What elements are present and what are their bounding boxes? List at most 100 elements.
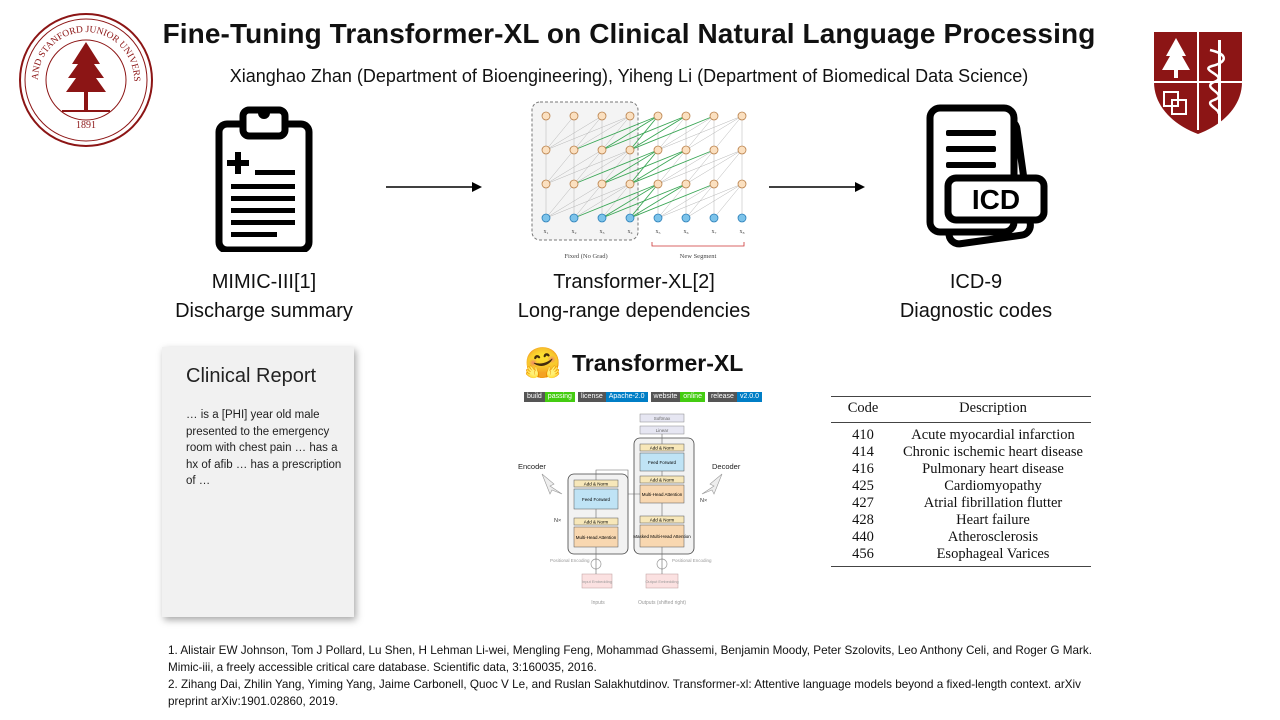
transformer-architecture-diagram: Encoder Decoder Add & Norm Feed Forward …: [518, 413, 741, 606]
diagram-node: [709, 179, 719, 189]
diagram-node: [625, 213, 635, 223]
diagram-edge: [545, 149, 603, 185]
diagram-node: [709, 213, 719, 223]
diagram-node: [569, 111, 579, 121]
inputs-label: Inputs: [591, 600, 605, 606]
new-segment-label: New Segment: [680, 253, 717, 260]
diagram-node: [597, 213, 607, 223]
diagram-x-label: x₈: [739, 229, 744, 235]
diagram-edge: [573, 149, 659, 185]
transformer-subtitle: Long-range dependencies: [517, 300, 751, 322]
diagram-edge: [657, 149, 715, 185]
icd-icon-text: ICD: [972, 184, 1020, 215]
dec-feed-forward: Feed Forward: [648, 460, 677, 465]
diagram-edge: [545, 115, 603, 151]
table-row: 410 Acute myocardial infarction: [831, 423, 1091, 445]
diagram-edge: [601, 183, 659, 219]
dec-positional-encoding: Positional Encoding: [672, 558, 712, 563]
cell-code: 410: [852, 427, 874, 443]
diagram-node: [541, 145, 551, 155]
diagram-edge: [629, 183, 715, 219]
decoder-nx: N×: [700, 498, 707, 504]
hugging-face-icon: 🤗: [524, 347, 562, 380]
diagram-x-label: x₃: [599, 229, 604, 235]
table-header-description: Description: [895, 397, 1091, 423]
table-row: 425 Cardiomyopathy: [831, 478, 1091, 495]
diagram-node: [709, 145, 719, 155]
authors-line: Xianghao Zhan (Department of Bioengineer…: [229, 66, 1029, 86]
cell-description: Esophageal Varices: [936, 546, 1050, 562]
diagram-node: [569, 179, 579, 189]
enc-feed-forward: Feed Forward: [582, 497, 611, 502]
clinical-report-text: … is a [PHI] year old male presented to …: [186, 409, 342, 487]
diagram-edge: [601, 115, 659, 151]
cell-description: Cardiomyopathy: [944, 478, 1042, 494]
mimic-title: MIMIC-III[1]: [211, 271, 317, 293]
diagram-edge: [657, 149, 743, 185]
diagram-x-label: x₇: [711, 229, 716, 235]
clinical-report-title: Clinical Report: [186, 365, 317, 387]
diagram-x-label: x₆: [683, 229, 688, 235]
diagram-edge: [545, 115, 631, 151]
linear-box: Linear: [656, 428, 669, 433]
encoder-nx: N×: [554, 518, 561, 524]
diagram-node: [653, 111, 663, 121]
diagram-edge: [685, 149, 743, 185]
encoder-label: Encoder: [518, 462, 546, 471]
diagram-node: [541, 213, 551, 223]
references: 1. Alistair EW Johnson, Tom J Pollard, L…: [168, 642, 1108, 710]
diagram-node: [653, 213, 663, 223]
diagram-edge: [545, 115, 575, 151]
diagram-edge: [573, 183, 659, 219]
diagram-x-label: x₂: [571, 229, 576, 235]
cell-description: Acute myocardial infarction: [911, 427, 1075, 443]
diagram-edge: [685, 115, 743, 151]
input-embedding: Input Embedding: [582, 579, 612, 584]
diagram-edge: [685, 183, 743, 219]
diagram-node: [541, 179, 551, 189]
diagram-node: [625, 179, 635, 189]
diagram-edge: [657, 183, 743, 219]
outputs-label: Outputs (shifted right): [638, 600, 686, 606]
diagram-edge: [545, 149, 631, 185]
enc-add-norm-1: Add & Norm: [584, 520, 609, 525]
pipeline-label-mimic: MIMIC-III[1] Discharge summary: [144, 268, 384, 326]
icd-subtitle: Diagnostic codes: [899, 300, 1053, 322]
fixed-no-grad-label: Fixed (No Grad): [564, 253, 607, 260]
cell-code: 456: [852, 546, 874, 562]
diagram-node: [681, 111, 691, 121]
diagram-node: [653, 179, 663, 189]
hf-transformer-xl-title: Transformer-XL: [572, 350, 744, 376]
diagram-edge: [657, 115, 715, 151]
diagram-edge: [573, 183, 631, 219]
medicine-shield-logo: [1154, 32, 1242, 134]
diagram-node: [737, 213, 747, 223]
diagram-edge: [629, 115, 715, 151]
diagram-node: [681, 179, 691, 189]
poster-title: Fine-Tuning Transformer-XL on Clinical N…: [162, 18, 1096, 49]
cell-code: 425: [852, 478, 874, 494]
dec-add-norm-3: Add & Norm: [650, 446, 675, 451]
reference-1: 1. Alistair EW Johnson, Tom J Pollard, L…: [168, 644, 1092, 674]
icd-document-icon: ICD: [926, 104, 1048, 248]
pipeline-label-icd: ICD-9 Diagnostic codes: [856, 268, 1096, 326]
diagram-edge: [713, 183, 743, 219]
diagram-edge: [629, 149, 687, 185]
diagram-node: [569, 213, 579, 223]
diagram-node: [569, 145, 579, 155]
diagram-node: [597, 145, 607, 155]
diagram-node: [737, 145, 747, 155]
diagram-edge: [629, 149, 715, 185]
diagram-edge: [573, 115, 659, 151]
cell-description: Chronic ischemic heart disease: [903, 444, 1083, 460]
diagram-edge: [573, 149, 631, 185]
